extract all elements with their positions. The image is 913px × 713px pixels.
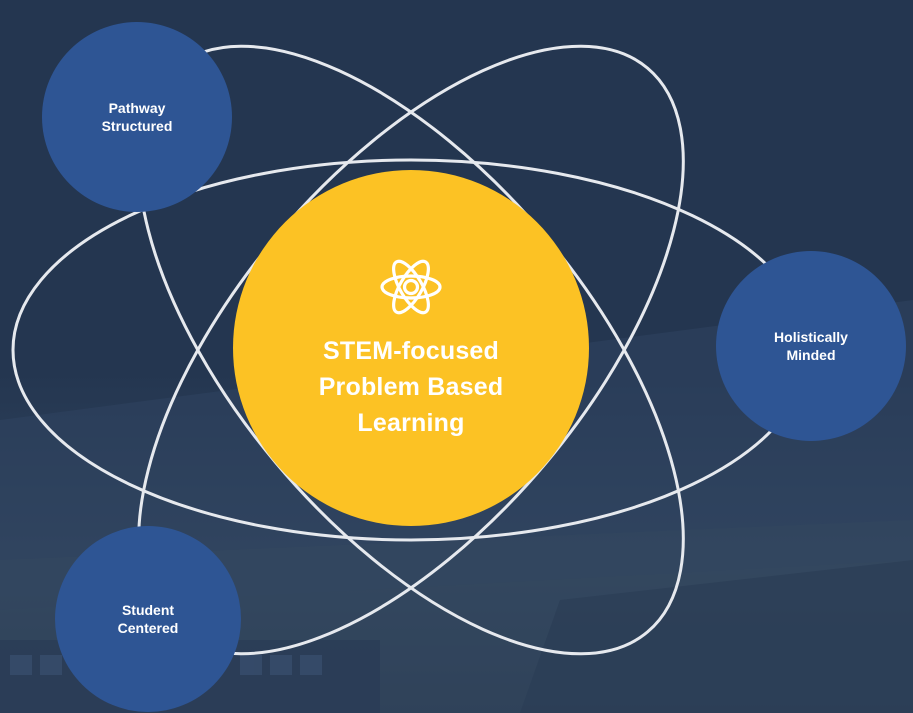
node-label-line-2: Minded bbox=[786, 347, 836, 363]
node-holistically-minded[interactable]: Holistically Minded bbox=[716, 251, 906, 441]
node-label-line-2: Structured bbox=[101, 118, 173, 134]
center-node-stem-pbl[interactable]: STEM-focused Problem Based Learning bbox=[233, 170, 589, 526]
node-label-line-2: Centered bbox=[117, 620, 179, 636]
node-label-line-1: Holistically bbox=[774, 329, 848, 345]
center-label-line-3: Learning bbox=[357, 409, 465, 437]
center-label-line-1: STEM-focused bbox=[322, 337, 500, 365]
node-label-line-1: Pathway bbox=[108, 100, 166, 116]
node-student-centered[interactable]: Student Centered bbox=[55, 526, 241, 712]
atom-icon bbox=[380, 259, 442, 315]
center-label-line-2: Problem Based bbox=[318, 373, 504, 401]
node-pathway-structured[interactable]: Pathway Structured bbox=[42, 22, 232, 212]
node-label-line-1: Student bbox=[121, 602, 175, 618]
